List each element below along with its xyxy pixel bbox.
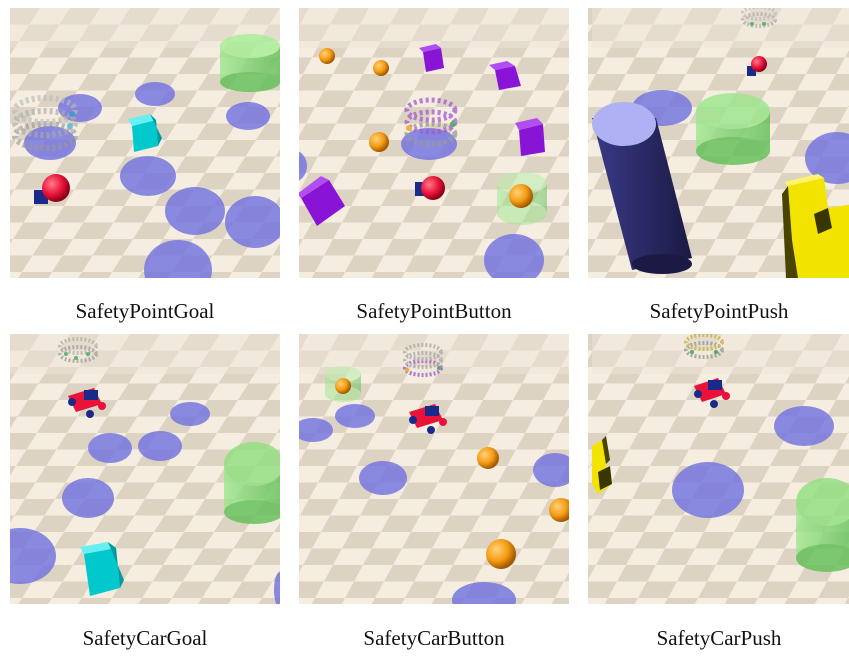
hazard-icon xyxy=(165,187,225,235)
button-icon xyxy=(477,447,499,469)
lidar-ring-icon xyxy=(404,97,458,147)
box-icon xyxy=(592,436,612,494)
hazard-icon xyxy=(10,528,56,584)
scene-safety-car-goal xyxy=(10,334,280,604)
hazard-icon xyxy=(170,402,210,426)
lidar-ring-icon xyxy=(12,95,78,151)
hazard-icon xyxy=(138,431,182,461)
panel-safety-car-goal xyxy=(10,334,280,604)
goal-cylinder-icon xyxy=(796,478,849,572)
robot-point-icon xyxy=(747,56,767,76)
caption-safety-car-button: SafetyCarButton xyxy=(363,626,505,650)
scene-safety-point-goal xyxy=(10,8,280,278)
button-icon xyxy=(486,539,516,569)
gremlin-icon xyxy=(299,176,345,226)
lidar-ring-icon xyxy=(741,8,777,28)
lidar-ring-icon xyxy=(58,337,98,363)
button-icon xyxy=(369,132,389,152)
hazard-icon xyxy=(225,196,280,248)
hazard-icon xyxy=(805,132,849,184)
button-icon xyxy=(549,498,569,522)
hazard-icon xyxy=(135,82,175,106)
scene-safety-car-push xyxy=(588,334,849,604)
hazard-icon xyxy=(401,128,457,160)
cube-icon xyxy=(128,114,162,152)
caption-safety-car-push: SafetyCarPush xyxy=(656,626,782,650)
panel-safety-car-button xyxy=(299,334,569,604)
hazard-icon xyxy=(62,478,114,518)
hazard-icon xyxy=(299,418,333,442)
hazard-icon xyxy=(88,433,132,463)
panel-safety-point-goal xyxy=(10,8,280,278)
hazard-icon xyxy=(274,572,280,604)
button-icon xyxy=(319,48,335,64)
lidar-ring-icon xyxy=(403,343,443,377)
hazard-icon xyxy=(452,582,516,604)
hazard-icon xyxy=(672,462,744,518)
goal-cylinder-icon xyxy=(696,93,770,165)
goal-button-icon xyxy=(335,378,351,394)
box-icon xyxy=(782,174,849,278)
goal-button-icon xyxy=(509,184,533,208)
scene-safety-point-button xyxy=(299,8,569,278)
robot-point-icon xyxy=(415,176,445,200)
panel-safety-point-button xyxy=(299,8,569,278)
scene-safety-car-button xyxy=(299,334,569,604)
hazard-icon xyxy=(299,151,307,181)
button-icon xyxy=(373,60,389,76)
hazard-icon xyxy=(484,234,544,278)
caption-safety-point-button: SafetyPointButton xyxy=(356,299,512,323)
caption-safety-point-goal: SafetyPointGoal xyxy=(75,299,215,323)
hazard-icon xyxy=(774,406,834,446)
hazard-icon xyxy=(144,240,212,278)
hazard-icon xyxy=(120,156,176,196)
gremlin-icon xyxy=(419,44,444,72)
hazard-icon xyxy=(335,404,375,428)
lidar-ring-icon xyxy=(684,334,724,359)
robot-car-icon xyxy=(694,378,730,408)
hazard-icon xyxy=(359,461,407,495)
goal-cylinder-icon xyxy=(220,34,280,92)
caption-safety-car-goal: SafetyCarGoal xyxy=(82,626,208,650)
caption-safety-point-push: SafetyPointPush xyxy=(649,299,789,323)
goal-cylinder-icon xyxy=(224,442,280,524)
cube-icon xyxy=(80,542,124,596)
panel-safety-point-push xyxy=(588,8,849,278)
robot-point-icon xyxy=(34,174,70,204)
gremlin-icon xyxy=(515,118,545,156)
scene-safety-point-push xyxy=(588,8,849,278)
gremlin-icon xyxy=(489,61,521,90)
hazard-icon xyxy=(226,102,270,130)
robot-car-icon xyxy=(409,404,447,434)
panel-safety-car-push xyxy=(588,334,849,604)
pillar-icon xyxy=(592,102,692,274)
robot-car-icon xyxy=(68,388,106,418)
hazard-icon xyxy=(533,453,569,487)
